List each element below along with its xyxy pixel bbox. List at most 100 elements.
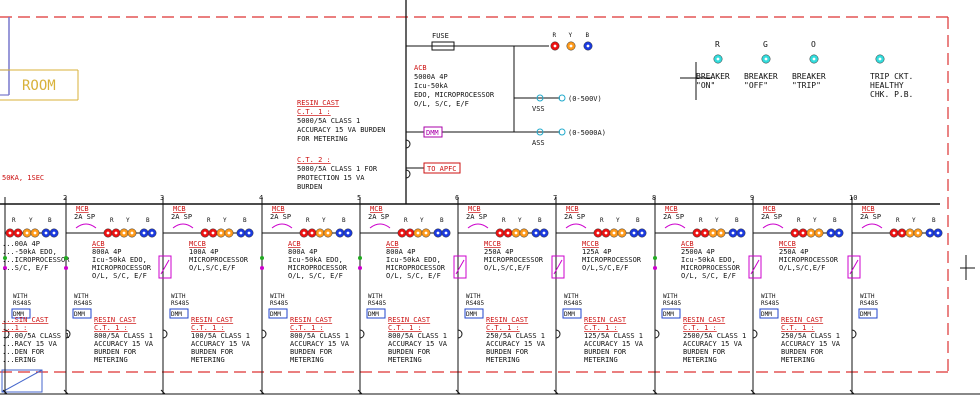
feeder-ct-line-1: C.T. 1 : xyxy=(584,324,618,332)
feeder-ct-line-4: BURDEN FOR xyxy=(388,348,431,356)
feeder-lamp-aux-b-center xyxy=(542,231,546,235)
feeder-ct-line-2: 100/5A CLASS 1 xyxy=(191,332,250,340)
feeder-ct-line-1: ...1 : xyxy=(2,324,27,332)
feeder-ct-symbol xyxy=(851,329,857,339)
feeder-breaker-line-2: MICROPROCESSOR xyxy=(582,256,642,264)
feeder-phase-label-2: B xyxy=(243,217,247,224)
feeder-ct-symbol xyxy=(359,329,365,339)
vss-label: VSS xyxy=(532,105,545,113)
feeder-breaker-line-0: ACB xyxy=(92,240,105,248)
feeder-lamp-b-center xyxy=(829,231,833,235)
mcb-rating: 2A SP xyxy=(564,213,585,221)
legend-letter-2: O xyxy=(811,40,816,49)
feeder-phase-label-0: R xyxy=(207,217,211,224)
feeder-ct-line-4: BURDEN FOR xyxy=(781,348,824,356)
incomer-dmm-box xyxy=(423,126,443,138)
acb-symbol-dot-bottom xyxy=(64,266,68,270)
acb-symbol-dot-bottom xyxy=(3,266,7,270)
feeder-breaker-line-1: ...-50kA EDO, xyxy=(2,248,57,256)
meter-rs485: RS485 xyxy=(368,300,386,307)
apfc-label: TO APFC xyxy=(427,165,457,173)
feeder-lamp-aux-y-center xyxy=(33,231,37,235)
feeder-lamp-aux-y-center xyxy=(916,231,920,235)
feeder-phase-label-0: R xyxy=(404,217,408,224)
feeder-lamp-aux-y-center xyxy=(817,231,821,235)
feeder-ct-symbol xyxy=(261,329,267,339)
feeder-breaker-line-3: O/L,S/C,E/F xyxy=(779,264,825,272)
feeder-phase-label-2: B xyxy=(440,217,444,224)
meter-rs485: RS485 xyxy=(171,300,189,307)
feeder-ct-line-1: C.T. 1 : xyxy=(781,324,815,332)
feeder-breaker-line-2: ...ICROPROCESSOR xyxy=(2,256,70,264)
mccb-symbol-diagonal xyxy=(750,259,760,275)
meter-rs485: RS485 xyxy=(466,300,484,307)
legend-text-0-0: BREAKER xyxy=(696,72,730,81)
meter-with: WITH xyxy=(761,293,776,300)
ammeter-range: (0-5000A) xyxy=(568,129,606,137)
feeder-dmm-box xyxy=(11,308,31,319)
feeder-breaker-line-3: O/L,S/C,E/F xyxy=(189,264,235,272)
mcb-rating: 2A SP xyxy=(171,213,192,221)
feeder-lamp-r-center xyxy=(498,231,502,235)
feeder-dmm-label: DMM xyxy=(368,311,379,318)
feeder-lamp-y-center xyxy=(219,231,223,235)
feeder-number: 8 xyxy=(652,194,656,202)
feeder-ct-line-2: 250/5A CLASS 1 xyxy=(781,332,840,340)
feeder-lamp-aux-b-center xyxy=(150,231,154,235)
feeder-lamp-aux-r-center xyxy=(211,231,215,235)
feeder-ct-line-1: C.T. 1 : xyxy=(388,324,422,332)
meter-with: WITH xyxy=(564,293,579,300)
feeder-lamp-b-center xyxy=(731,231,735,235)
feeder-lamp-aux-b-center xyxy=(247,231,251,235)
feeder-phase-label-0: R xyxy=(306,217,310,224)
feeder-lamp-aux-y-center xyxy=(719,231,723,235)
ass-label: ASS xyxy=(532,139,545,147)
feeder-breaker-line-1: 2500A 4P xyxy=(681,248,715,256)
feeder-lamp-r-center xyxy=(695,231,699,235)
feeder-ct-line-3: ACCURACY 15 VA xyxy=(388,340,448,348)
feeder-ct-line-3: ACCURACY 15 VA xyxy=(683,340,743,348)
meter-rs485: RS485 xyxy=(270,300,288,307)
feeder-breaker-line-2: Icu-50kA EDO, xyxy=(288,256,343,264)
mcb-label: MCB xyxy=(272,205,285,213)
feeder-ct-line-0: RESIN CAST xyxy=(584,316,627,324)
feeder-ct-line-0: RESIN CAST xyxy=(191,316,234,324)
feeder-bottom-tick xyxy=(357,389,363,395)
feeder-ct-line-5: METERING xyxy=(388,356,422,364)
incomer-acb-line-4: O/L, S/C, E/F xyxy=(414,100,469,108)
feeder-breaker-line-2: Icu-50kA EDO, xyxy=(92,256,147,264)
feeder-breaker-line-0: MCCB xyxy=(484,240,501,248)
room-label: ROOM xyxy=(22,78,56,94)
mcb-rating: 2A SP xyxy=(466,213,487,221)
feeder-ct-line-0: RESIN CAST xyxy=(683,316,726,324)
feeder-bottom-tick xyxy=(849,389,855,395)
acb-symbol-dot-top xyxy=(358,256,362,260)
incomer-ct1-line-0: RESIN CAST xyxy=(297,99,340,107)
feeder-lamp-r-center xyxy=(400,231,404,235)
feeder-dmm-label: DMM xyxy=(13,311,24,318)
feeder-bottom-tick xyxy=(63,389,69,395)
mcb-rating: 2A SP xyxy=(860,213,881,221)
feeder-breaker-line-1: 800A 4P xyxy=(92,248,122,256)
feeder-lamp-y-center xyxy=(25,231,29,235)
feeder-phase-label-1: Y xyxy=(420,217,424,224)
legend-text-1-1: "OFF" xyxy=(744,81,768,90)
feeder-breaker-line-0: ACB xyxy=(288,240,301,248)
feeder-lamp-y-center xyxy=(908,231,912,235)
meter-rs485: RS485 xyxy=(564,300,582,307)
mcb-symbol xyxy=(75,223,97,229)
mcb-label: MCB xyxy=(468,205,481,213)
feeder-ct-line-5: METERING xyxy=(683,356,717,364)
mccb-symbol xyxy=(847,255,861,279)
feeder-lamp-r-center xyxy=(203,231,207,235)
feeder-phase-label-0: R xyxy=(896,217,900,224)
incomer-ct1-symbol xyxy=(405,139,411,149)
feeder-lamp-b-center xyxy=(632,231,636,235)
mcb-rating: 2A SP xyxy=(761,213,782,221)
feeder-lamp-y-center xyxy=(809,231,813,235)
feeder-dmm-label: DMM xyxy=(860,311,871,318)
feeder-phase-label-1: Y xyxy=(616,217,620,224)
